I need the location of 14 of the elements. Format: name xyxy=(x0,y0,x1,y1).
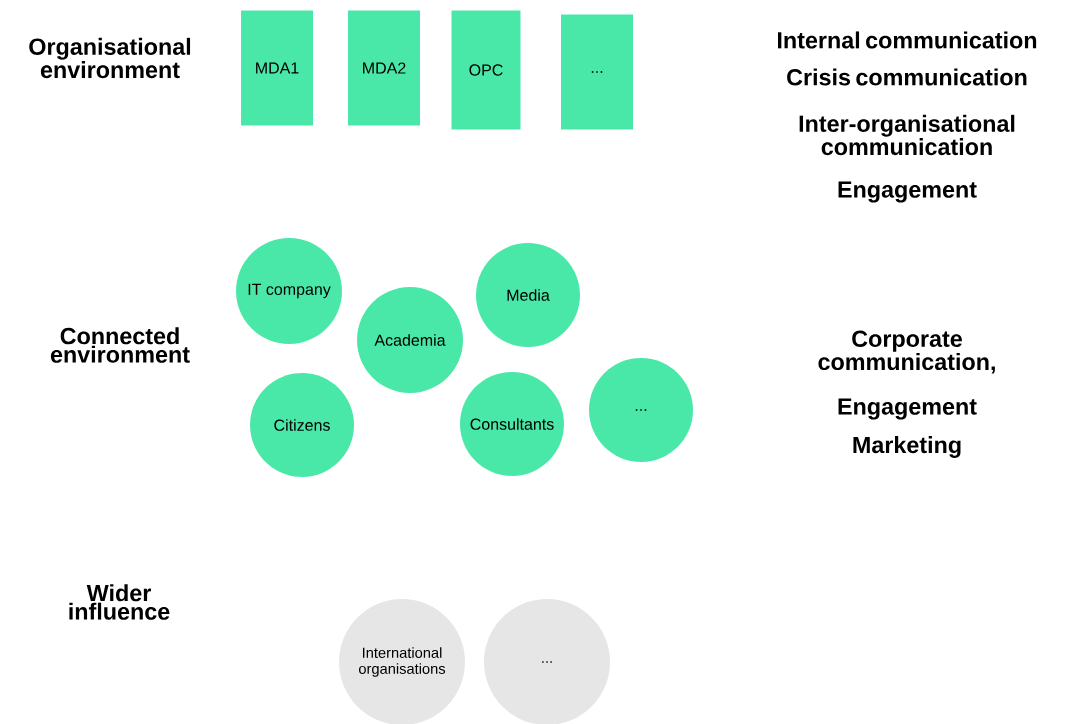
area-label: Connected environment xyxy=(50,327,190,363)
area-label: Crisis communication xyxy=(787,68,1027,86)
area-label: Wider influence xyxy=(69,584,170,620)
process-box: ... xyxy=(561,14,633,130)
area-label: Inter-organisational communication xyxy=(799,114,1015,156)
area-label: Engagement xyxy=(838,181,977,203)
area-label: Engagement xyxy=(838,398,977,420)
process-box: MDA1 xyxy=(241,10,313,126)
area-label: Internal communication xyxy=(778,31,1037,49)
area-label: Organisational environment xyxy=(29,37,191,79)
area-label: Corporate communication, xyxy=(818,330,995,374)
process-box: MDA2 xyxy=(348,10,420,126)
process-box: OPC xyxy=(451,10,521,130)
area-label: Marketing xyxy=(853,436,961,458)
